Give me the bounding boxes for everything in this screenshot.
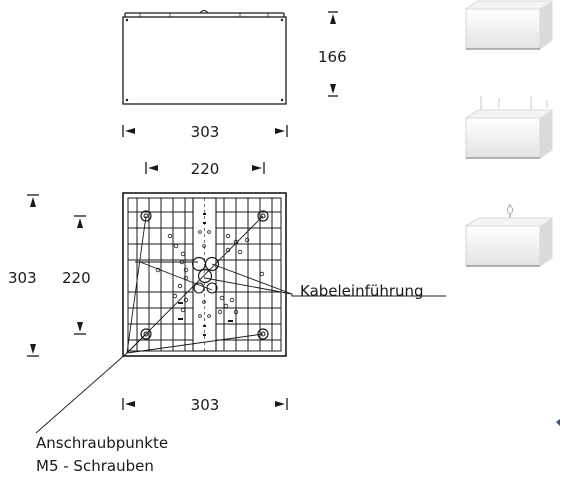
plate-outline	[122, 192, 287, 357]
mount-points-label: Anschraubpunkte	[36, 434, 168, 452]
dim-plate-width: 303	[122, 396, 288, 414]
mount-screws-label: M5 - Schrauben	[36, 457, 154, 475]
dim-label-303-side: 303	[191, 123, 220, 141]
mount-callout-line	[35, 352, 128, 434]
dim-side-height: 166	[318, 11, 347, 97]
edge-glyph-icon	[556, 419, 560, 426]
side-view-dot	[125, 98, 129, 102]
variant-ceiling-mounted	[465, 0, 553, 50]
cable-entry-label: Kabeleinführung	[300, 282, 424, 300]
side-view	[122, 10, 287, 105]
side-view-body	[122, 16, 287, 105]
dim-plate-inner-height: 220	[62, 215, 91, 335]
dim-label-220-top: 220	[191, 160, 220, 178]
dim-label-303-bottom: 303	[191, 396, 220, 414]
cable-entry-holes	[191, 256, 220, 294]
plate-slots	[178, 213, 233, 336]
mount-leader-lines	[126, 215, 264, 354]
mount-point-top-right	[257, 210, 269, 222]
variant-wire-suspended	[465, 96, 553, 159]
dim-label-303-left: 303	[8, 269, 37, 287]
variant-pendant-suspended	[465, 204, 553, 267]
dim-label-220-left: 220	[62, 269, 91, 287]
side-view-dot	[280, 98, 284, 102]
dim-plate-height: 303	[8, 194, 39, 357]
side-view-dot	[125, 18, 129, 22]
dim-side-width: 303	[122, 123, 288, 141]
top-view	[35, 192, 446, 434]
side-view-notch	[199, 10, 209, 14]
cable-callout-line	[291, 294, 446, 297]
side-view-dot	[280, 18, 284, 22]
mount-point-top-left	[140, 210, 152, 222]
plate-perforations	[155, 230, 265, 318]
mount-point-bottom-left	[140, 328, 152, 340]
dim-label-166: 166	[318, 48, 347, 66]
cable-leader-lines	[135, 261, 293, 295]
mount-point-bottom-right	[257, 328, 269, 340]
dim-inner-width: 220	[145, 160, 265, 178]
